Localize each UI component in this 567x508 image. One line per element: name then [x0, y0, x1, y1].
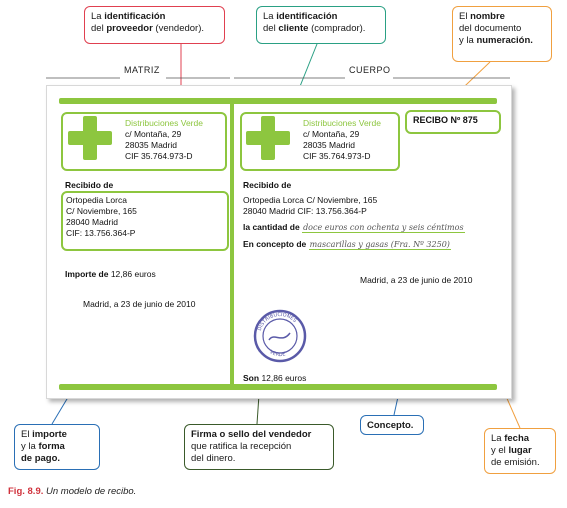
svg-text:VERDE: VERDE [268, 349, 286, 358]
recibo-title: RECIBO Nº 875 [413, 115, 478, 125]
caption-label: Fig. 8.9. [8, 486, 44, 497]
callout-proveedor: La identificación del proveedor (vendedo… [84, 6, 225, 44]
callout-fecha: La fecha y el lugar de emisión. [484, 428, 556, 474]
cuerpo-concepto: En concepto de mascarillas y gasas (Fra.… [243, 239, 451, 250]
callout-concepto: Concepto. [360, 415, 424, 435]
callout-cliente: La identificación del cliente (comprador… [256, 6, 386, 44]
matriz-client-box [61, 191, 229, 251]
cuerpo-recibido-label: Recibido de [243, 180, 292, 190]
bottom-green-bar [59, 384, 497, 390]
divider-green-bar [230, 100, 234, 388]
matriz-importe: Importe de 12,86 euros [65, 269, 156, 279]
matriz-fecha: Madrid, a 23 de junio de 2010 [83, 299, 196, 309]
cuerpo-son: Son 12,86 euros [243, 373, 307, 383]
top-green-bar [59, 98, 497, 104]
cuerpo-vendor-info: Distribuciones Verde c/ Montaña, 29 2803… [303, 118, 381, 161]
cuerpo-cross-logo-h [246, 131, 290, 145]
matriz-recibido-label: Recibido de [65, 180, 114, 190]
cuerpo-client-line1: Ortopedia Lorca C/ Noviembre, 165 [243, 195, 378, 205]
callout-nombre: El nombre del documento y la numeración. [452, 6, 552, 62]
cuerpo-cantidad: la cantidad de doce euros con ochenta y … [243, 222, 465, 233]
cuerpo-client-line2: 28040 Madrid CIF: 13.756.364-P [243, 206, 367, 216]
callout-importe: El importe y la forma de pago. [14, 424, 100, 470]
receipt: Distribuciones Verde c/ Montaña, 29 2803… [46, 85, 512, 399]
stamp-bottom-text: VERDE [268, 349, 286, 358]
matriz-client-info: Ortopedia Lorca C/ Noviembre, 165 28040 … [66, 195, 137, 238]
recibo-title-box [405, 110, 501, 134]
cuerpo-label: CUERPO [349, 65, 391, 75]
callout-firma: Firma o sello del vendedor que ratifica … [184, 424, 334, 470]
vendor-stamp: DISTRIBUCIONES VERDE [253, 309, 307, 363]
caption-text: Un modelo de recibo. [46, 486, 137, 497]
matriz-vendor-info: Distribuciones Verde c/ Montaña, 29 2803… [125, 118, 203, 161]
cuerpo-fecha: Madrid, a 23 de junio de 2010 [360, 275, 473, 285]
matriz-cross-logo-h [68, 131, 112, 145]
matriz-label: MATRIZ [124, 65, 160, 75]
figure-caption: Fig. 8.9. Un modelo de recibo. [8, 486, 136, 497]
